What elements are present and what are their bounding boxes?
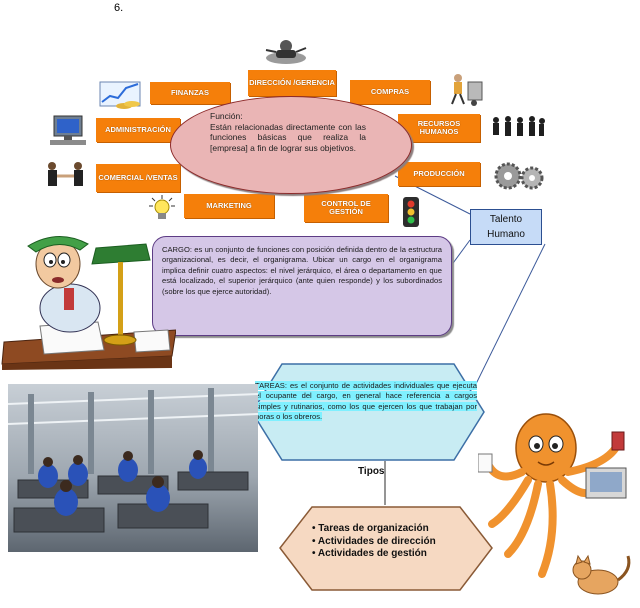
hand-truck-icon bbox=[451, 74, 483, 106]
department-administracion: ADMINISTRACIÓN bbox=[96, 118, 180, 142]
octopus-multitasking-illustration bbox=[478, 413, 631, 595]
cargo-body: es un conjunto de funciones con posición… bbox=[162, 245, 442, 296]
tareas-text: TAREAS: es el conjunto de actividades in… bbox=[255, 381, 477, 422]
cargo-text: CARGO: es un conjunto de funciones con p… bbox=[162, 245, 442, 297]
department-control: CONTROL DE GESTIÓN bbox=[304, 194, 388, 222]
lightbulb-icon bbox=[149, 195, 175, 219]
funcion-text: Función: Están relacionadas directamente… bbox=[210, 111, 366, 154]
funcion-body: Están relacionadas directamente con las … bbox=[210, 121, 366, 153]
connector-talento-tareas bbox=[472, 243, 546, 391]
tipos-item: • Actividades de dirección bbox=[312, 535, 436, 547]
tipos-item: • Tareas de organización bbox=[312, 523, 429, 534]
tipos-hexagon bbox=[279, 506, 493, 591]
department-compras: COMPRAS bbox=[350, 80, 430, 104]
cargo-lead: CARGO: bbox=[162, 245, 192, 254]
department-finanzas: FINANZAS bbox=[150, 82, 230, 104]
computer-icon bbox=[50, 115, 86, 145]
department-recursos-humanos: RECURSOS HUMANOS bbox=[398, 114, 480, 142]
executive-icon bbox=[265, 40, 307, 64]
page-number: 6. bbox=[114, 2, 124, 14]
handshake-icon bbox=[48, 162, 83, 186]
cargo-box bbox=[152, 236, 452, 336]
people-group-icon bbox=[493, 116, 545, 136]
tipos-label: Tipos bbox=[358, 466, 385, 477]
tipos-item: • Actividades de gestión bbox=[312, 548, 427, 559]
department-comercial: COMERCIAL /VENTAS bbox=[96, 164, 180, 192]
funcion-ellipse bbox=[170, 96, 412, 194]
money-chart-icon bbox=[99, 81, 141, 109]
tipos-list: • Tareas de organización • Actividades d… bbox=[312, 523, 462, 561]
traffic-light-icon bbox=[403, 197, 419, 227]
department-direccion: DIRECCIÓN /GERENCIA bbox=[248, 70, 336, 96]
funcion-title: Función: bbox=[210, 111, 243, 121]
department-produccion: PRODUCCIÓN bbox=[398, 162, 480, 186]
talento-humano-box: Talento Humano bbox=[470, 209, 542, 245]
factory-workers-photo bbox=[8, 384, 258, 552]
tareas-lead: TAREAS: bbox=[255, 381, 287, 390]
department-marketing: MARKETING bbox=[184, 194, 274, 218]
tareas-body: es el conjunto de actividades individual… bbox=[255, 381, 477, 421]
clerk-at-desk-illustration bbox=[1, 235, 176, 370]
gears-icon bbox=[494, 162, 544, 190]
